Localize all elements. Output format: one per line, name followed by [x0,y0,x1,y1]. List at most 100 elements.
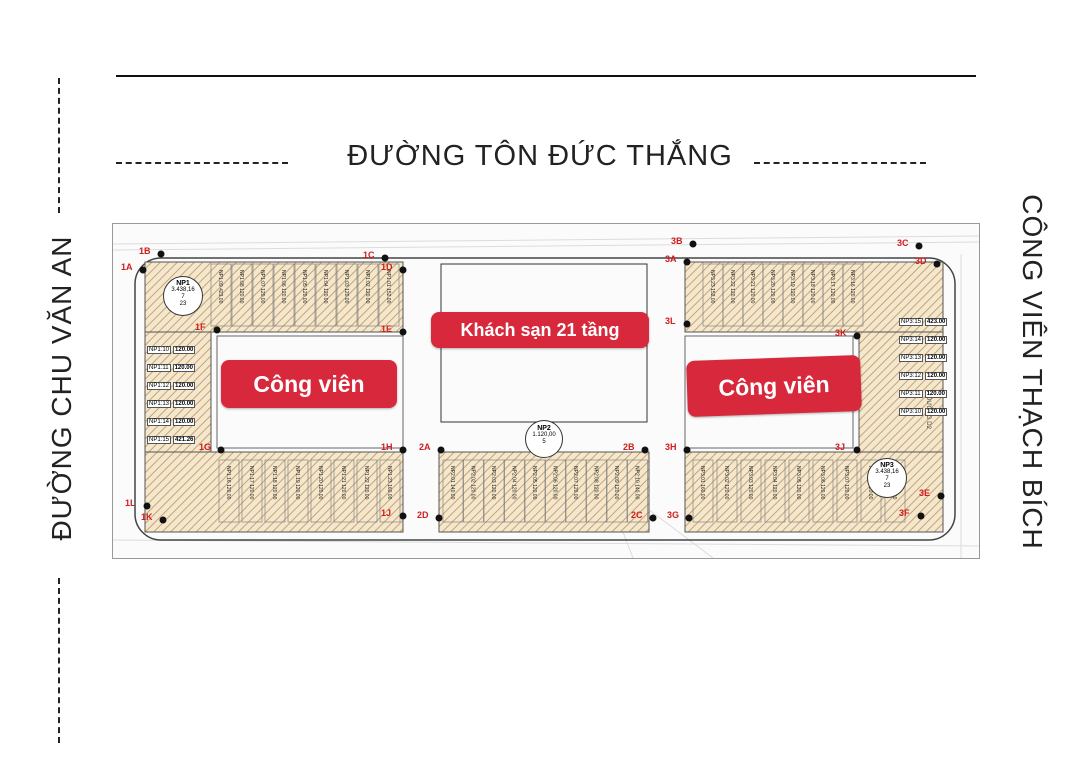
np1-bottom-lot-5 [333,459,355,523]
np1-top-lot-8 [378,263,400,327]
np1-area: 3.438,16 [171,287,195,293]
np2-lot-label-2: NP2:03 120.00 [490,466,496,500]
np3-top-lot-label-3: NP3:20 120.00 [769,270,775,304]
np3-bottom-lot-label-0: NP3:01 160.00 [699,466,705,500]
np2-lot-8 [606,459,628,523]
node-2d-label: 2D [417,510,429,520]
np1-bottom-lot-2 [264,459,286,523]
np3-top-lot-label-4: NP3:19 120.00 [789,270,795,304]
np2-lot-1 [463,459,484,523]
street-ton-duc-thang: ĐƯỜNG TÔN ĐỨC THẮNG [347,140,733,172]
np1-top-lot-label-5: NP1:04 120.00 [322,270,328,304]
node-3l-label: 3L [665,316,676,326]
np1-top-lot-5 [315,263,337,327]
np1-height: 23 [179,301,187,307]
np2-lot-5 [545,459,566,523]
np3-bottom-lot-3 [764,459,786,523]
np2-lot-4 [524,459,546,523]
node-3l-dot [683,320,691,328]
np1-name: NP1 [176,280,190,287]
block-np1-badge: NP1 3.438,16 7 23 [163,276,203,316]
node-2b-label: 2B [623,442,635,452]
np3-bottom-lot-0 [692,459,714,523]
np1-bottom-lot-1 [241,459,263,523]
node-1c-label: 1C [363,250,375,260]
np3-bottom-lot-6 [836,459,858,523]
np3-east-lot-area: 120.00 [925,372,948,380]
node-3b-label: 3B [671,236,683,246]
np3-top-lot-label-1: NP3:22 120.00 [729,270,735,304]
np1-west-lot-id: NP1:13 [147,400,172,408]
block-np2-badge: NP2 1.120,00 5 [525,420,563,458]
np1-west-lot-id: NP1:10 [147,346,172,354]
np1-top-lot-7 [357,263,379,327]
np1-top-lot-label-1: NP1:08 120.00 [238,270,244,304]
street-cong-vien-thach-bich: CÔNG VIÊN THẠCH BÍCH [1017,194,1048,550]
node-1a-dot [139,266,147,274]
np3-east-lot-id: NP3:12 [899,372,924,380]
node-2c-label: 2C [631,510,643,520]
np3-east-lot-area: 120.00 [925,354,948,362]
np3-top-lot-label-5: NP3:18 120.00 [809,270,815,304]
node-3a-dot [683,258,691,266]
np3-bottom-lot-label-3: NP3:04 120.00 [771,466,777,500]
node-3j-dot [853,446,861,454]
np1-west-lot-area: 120.00 [173,346,196,354]
node-1k-label: 1K [141,512,153,522]
np1-bottom-lot-6 [356,459,378,523]
np1-top-lot-3 [273,263,295,327]
np3-east-lot-area: 120.00 [925,336,948,344]
node-2b-dot [641,446,649,454]
np2-lot-label-8: NP2:09 120.00 [613,466,619,500]
np1-bottom-lot-label-6: NP1:22 120.00 [363,466,369,500]
node-3h-dot [683,446,691,454]
np3-east-lot-id: NP3:13 [899,354,924,362]
park-left-label: Công viên [221,360,397,408]
np2-lot-label-7: NP2:08 120.00 [593,466,599,500]
np3-top-lot-label-6: NP3:17 120.00 [829,270,835,304]
node-3k-label: 3K [835,328,847,338]
np1-bottom-lot-label-2: NP1:18 120.00 [271,466,277,500]
node-3j-label: 3J [835,442,846,452]
np1-bottom-lot-label-0: NP1:16 120.00 [225,466,231,500]
np2-row [438,451,650,533]
np1-top-lot-label-3: NP1:06 120.00 [280,270,286,304]
park-right-label: Công viên [686,354,862,418]
np3-bottom-lot-label-5: NP3:06 120.00 [819,466,825,500]
node-2a-label: 2A [419,442,431,452]
np2-lot-3 [504,459,525,523]
np3-bottom-lot-label-1: NP3:02 120.00 [723,466,729,500]
np2-lot-0 [442,459,464,523]
np1-top-lot-label-7: NP1:02 120.00 [364,270,370,304]
np2-lot-label-1: NP2:02 120.00 [470,466,476,500]
hotel-label: Khách sạn 21 tầng [431,312,649,348]
np2-lot-9 [627,459,648,523]
np2-lot-label-6: NP2:07 120.00 [572,466,578,500]
np3-top-lot-label-0: NP3:23 152.00 [709,270,715,304]
left-dash-bottom [58,578,60,743]
np2-lot-7 [586,459,607,523]
node-3d-label: 3D [915,256,927,266]
np1-west-lot-area: 120.00 [173,382,196,390]
np3-east-lot-area: 423.00 [925,318,948,326]
np3-name: NP3 [880,462,894,469]
node-3a-label: 3A [665,254,677,264]
np1-top-lot-6 [336,263,358,327]
np1-bottom-lot-7 [379,459,401,523]
np3-area: 3.438,16 [875,469,899,475]
street-chu-van-an: ĐƯỜNG CHU VĂN AN [46,235,77,541]
np3-bottom-lot-4 [788,459,810,523]
np3-east-lot-id: NP3:11 [899,390,923,398]
node-1c-dot [381,254,389,262]
np3-top-lot-7 [842,263,864,327]
np2-lot-2 [483,459,505,523]
np1-bottom-lot-label-1: NP1:17 120.00 [248,466,254,500]
left-dash-top [58,78,60,213]
